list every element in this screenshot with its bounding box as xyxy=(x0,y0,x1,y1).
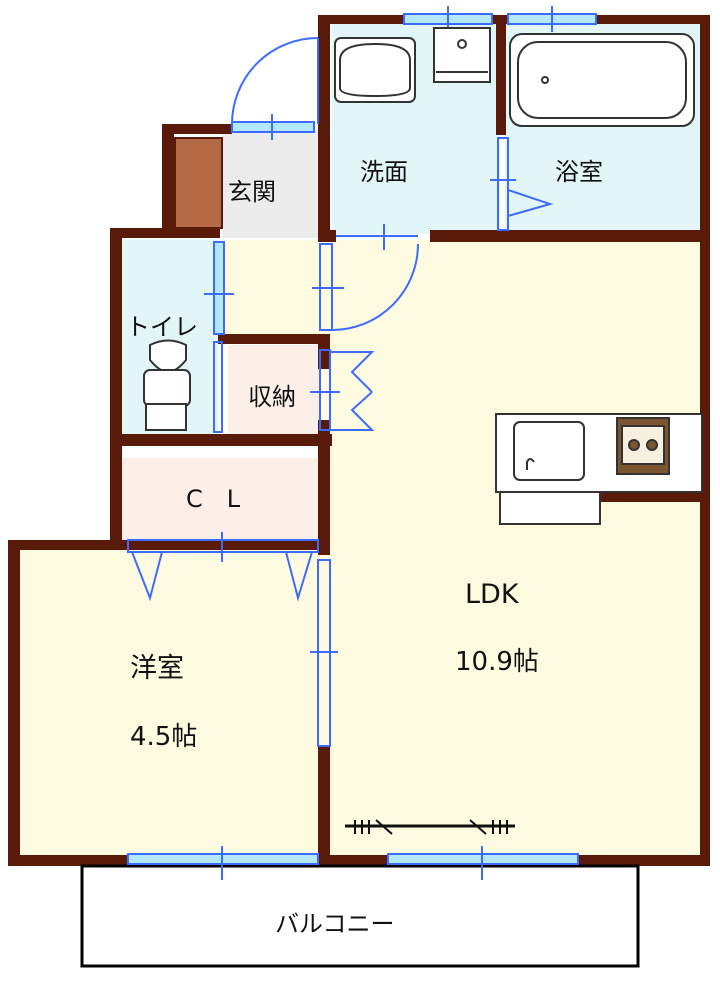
storage-floor xyxy=(228,345,320,435)
bedroom-size: 4.5帖 xyxy=(130,722,197,752)
washroom-label: 洗面 xyxy=(360,158,408,186)
closet-floor xyxy=(120,458,320,546)
shoe-box xyxy=(174,137,223,229)
toilet-fixture xyxy=(143,339,191,431)
sink xyxy=(513,421,585,481)
ldk-name: LDK xyxy=(465,579,520,610)
toilet-label: トイレ xyxy=(126,313,198,341)
balcony-label: バルコニー xyxy=(275,910,395,938)
storage-label: 収納 xyxy=(248,383,296,411)
fixtures xyxy=(143,27,703,835)
doors xyxy=(127,37,554,747)
entrance-floor xyxy=(222,130,320,238)
closet-label: C L xyxy=(186,485,241,513)
washing-machine xyxy=(433,27,491,83)
ldk-floor xyxy=(325,240,705,855)
bathroom-label: 浴室 xyxy=(555,158,603,186)
bedroom-name: 洋室 xyxy=(130,653,184,684)
entrance-label: 玄関 xyxy=(228,178,276,206)
counter-ext xyxy=(499,491,601,525)
ldk-size: 10.9帖 xyxy=(455,647,539,677)
balcony xyxy=(80,864,640,968)
hall-floor xyxy=(225,240,325,340)
bedroom-floor xyxy=(15,548,325,855)
